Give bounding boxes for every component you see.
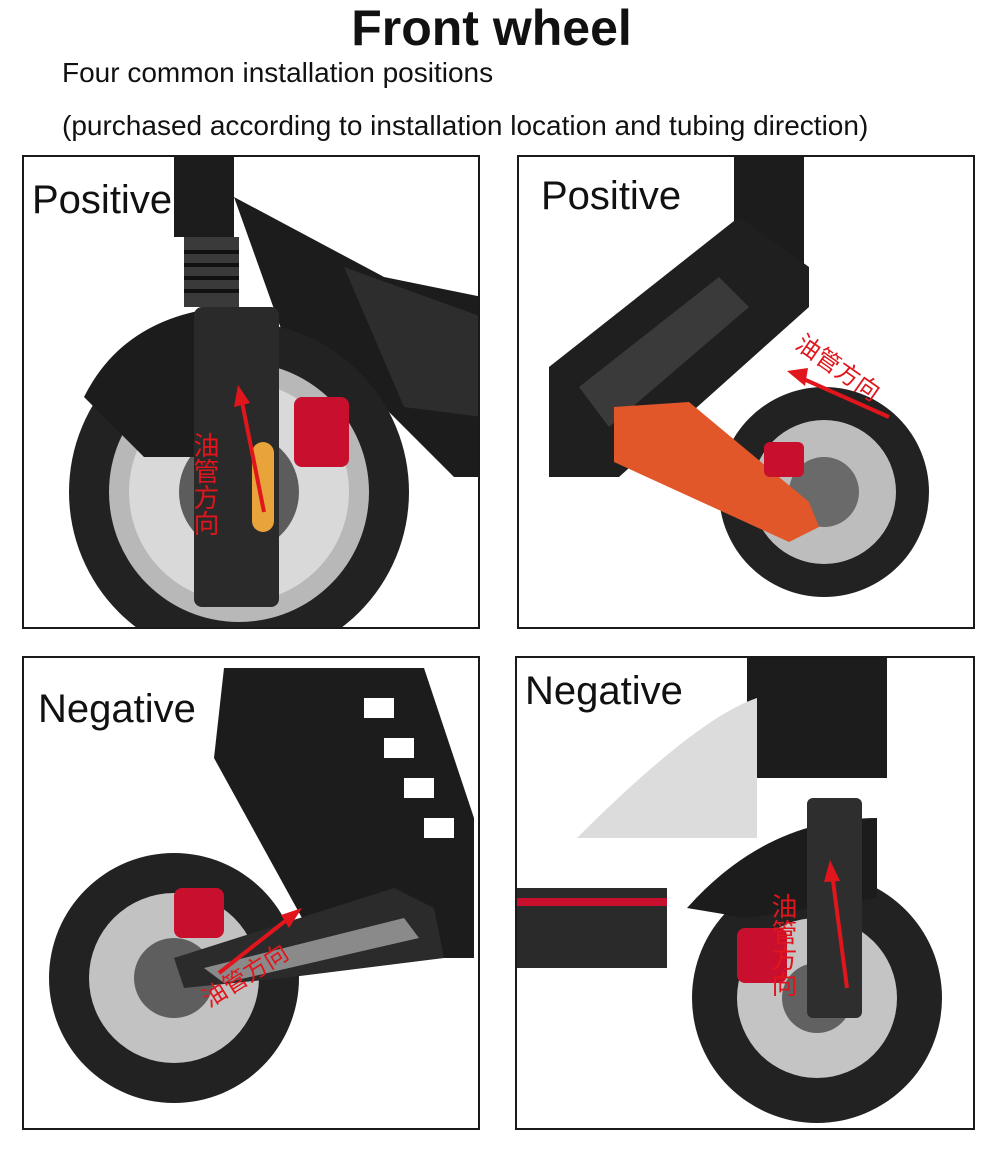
panel-label: Positive bbox=[32, 178, 173, 222]
scooter-front-wheel-illustration: 油管方向 bbox=[49, 668, 474, 1103]
subtitle-line-2: (purchased according to installation loc… bbox=[62, 110, 869, 141]
panel-label: Negative bbox=[525, 669, 683, 713]
tubing-direction-annotation: 油管方向 bbox=[767, 893, 797, 997]
scooter-front-wheel-illustration: 油管方向 bbox=[517, 658, 942, 1123]
subtitle-line-1: Four common installation positions bbox=[62, 57, 494, 88]
scooter-front-wheel-illustration: 油管方向 bbox=[549, 157, 929, 597]
panel-positive-2: Positive 油管方向 bbox=[517, 155, 975, 629]
tubing-direction-annotation: 油管方向 bbox=[189, 432, 219, 536]
panel-label: Positive bbox=[541, 174, 682, 218]
panel-label: Negative bbox=[38, 687, 196, 731]
page-title: Front wheel bbox=[351, 0, 632, 56]
panel-positive-1: Positive 油管方向 bbox=[22, 155, 480, 629]
panel-negative-2: Negative 油管方向 bbox=[515, 656, 975, 1130]
panel-negative-1: Negative 油管方向 bbox=[22, 656, 480, 1130]
scooter-front-wheel-illustration: 油管方向 bbox=[69, 157, 478, 627]
